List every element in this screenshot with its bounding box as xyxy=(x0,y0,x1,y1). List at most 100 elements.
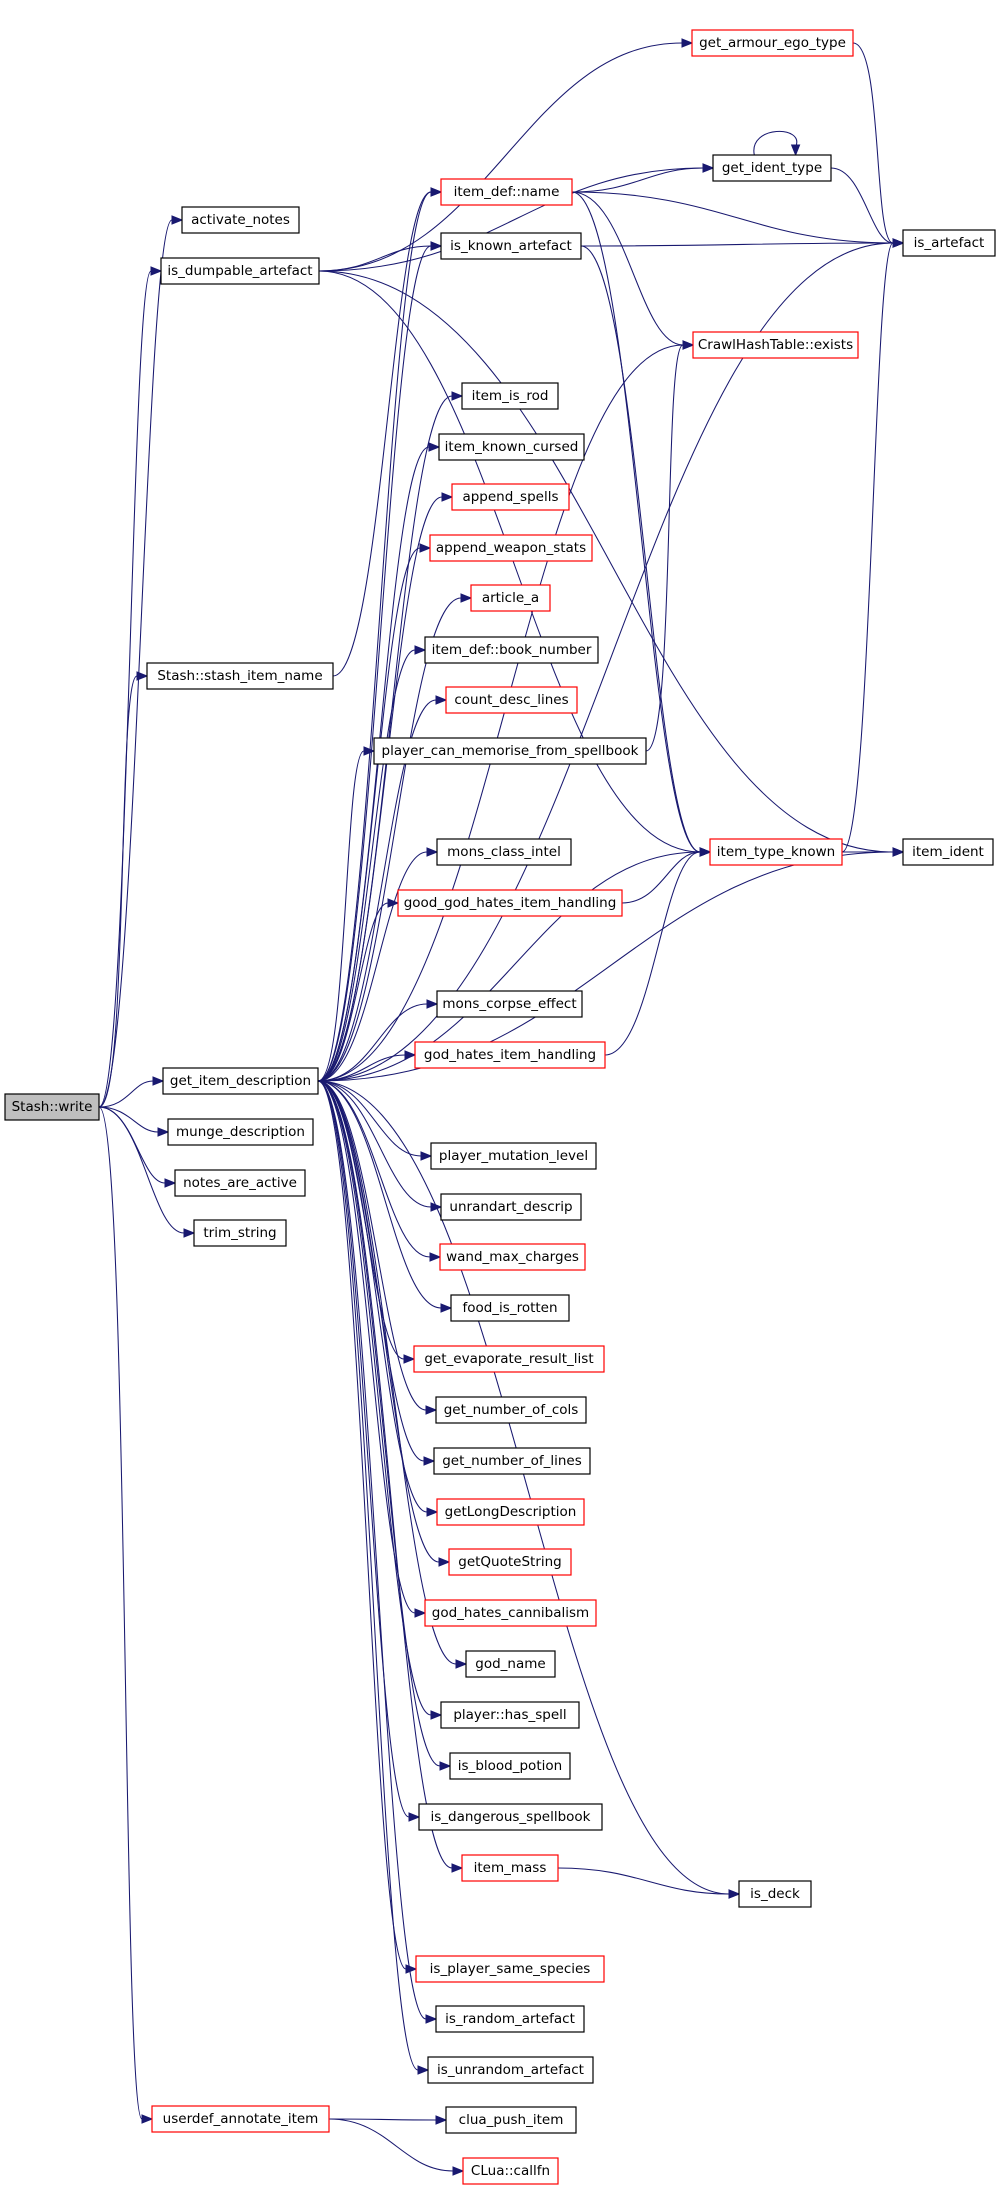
node-good-god-hates[interactable]: good_god_hates_item_handling xyxy=(397,889,623,917)
node-book-number[interactable]: item_def::book_number xyxy=(424,636,599,664)
node-clua-push-item[interactable]: clua_push_item xyxy=(445,2106,577,2134)
node-append-weapon-stats[interactable]: append_weapon_stats xyxy=(429,534,593,562)
node-item-mass[interactable]: item_mass xyxy=(461,1854,559,1882)
node-is-unrandom-artefact[interactable]: is_unrandom_artefact xyxy=(427,2056,594,2084)
node-get-number-of-lines[interactable]: get_number_of_lines xyxy=(433,1447,591,1475)
node-box[interactable] xyxy=(373,737,647,765)
node-crawl-exists[interactable]: CrawlHashTable::exists xyxy=(692,331,859,359)
node-box[interactable] xyxy=(151,2105,330,2133)
node-box[interactable] xyxy=(712,154,832,182)
node-unrandart-descrip[interactable]: unrandart_descrip xyxy=(440,1193,582,1221)
node-box[interactable] xyxy=(465,1650,556,1678)
node-box[interactable] xyxy=(439,1243,586,1271)
node-box[interactable] xyxy=(470,584,551,612)
node-player-can-memorise[interactable]: player_can_memorise_from_spellbook xyxy=(373,737,647,765)
node-box[interactable] xyxy=(462,2157,559,2185)
node-box[interactable] xyxy=(424,1599,597,1627)
node-box[interactable] xyxy=(436,990,583,1018)
node-box[interactable] xyxy=(174,1169,306,1197)
node-box[interactable] xyxy=(418,1803,603,1831)
node-box[interactable] xyxy=(435,1396,587,1424)
node-is-player-same-species[interactable]: is_player_same_species xyxy=(415,1955,605,1983)
node-get-number-of-cols[interactable]: get_number_of_cols xyxy=(435,1396,587,1424)
node-item-ident[interactable]: item_ident xyxy=(902,838,994,866)
node-notes-are-active[interactable]: notes_are_active xyxy=(174,1169,306,1197)
node-box[interactable] xyxy=(430,1142,597,1170)
node-box[interactable] xyxy=(445,686,578,714)
node-box[interactable] xyxy=(413,1345,605,1373)
node-box[interactable] xyxy=(397,889,623,917)
node-player-mutation-level[interactable]: player_mutation_level xyxy=(430,1142,597,1170)
node-mons-class-intel[interactable]: mons_class_intel xyxy=(436,838,572,866)
node-box[interactable] xyxy=(414,1041,606,1069)
node-box[interactable] xyxy=(167,1118,314,1146)
node-stash-write[interactable]: Stash::write xyxy=(4,1093,100,1121)
node-getLongDescription[interactable]: getLongDescription xyxy=(436,1498,585,1526)
node-box[interactable] xyxy=(902,229,996,257)
node-box[interactable] xyxy=(429,534,593,562)
node-box[interactable] xyxy=(160,257,320,285)
node-box[interactable] xyxy=(4,1093,100,1121)
node-clua-callfn[interactable]: CLua::callfn xyxy=(462,2157,559,2185)
node-is-artefact[interactable]: is_artefact xyxy=(902,229,996,257)
node-box[interactable] xyxy=(451,483,570,511)
node-box[interactable] xyxy=(424,636,599,664)
node-get-evaporate[interactable]: get_evaporate_result_list xyxy=(413,1345,605,1373)
node-box[interactable] xyxy=(438,433,585,461)
node-box[interactable] xyxy=(449,1752,571,1780)
node-wand-max-charges[interactable]: wand_max_charges xyxy=(439,1243,586,1271)
node-box[interactable] xyxy=(435,2005,585,2033)
node-box[interactable] xyxy=(433,1447,591,1475)
node-box[interactable] xyxy=(436,1498,585,1526)
node-box[interactable] xyxy=(902,838,994,866)
node-article-a[interactable]: article_a xyxy=(470,584,551,612)
node-item-def-name[interactable]: item_def::name xyxy=(440,178,573,206)
node-food-is-rotten[interactable]: food_is_rotten xyxy=(450,1294,570,1322)
node-getQuoteString[interactable]: getQuoteString xyxy=(448,1548,572,1576)
node-is-random-artefact[interactable]: is_random_artefact xyxy=(435,2005,585,2033)
node-is-dangerous-spellbook[interactable]: is_dangerous_spellbook xyxy=(418,1803,603,1831)
node-stash-item-name[interactable]: Stash::stash_item_name xyxy=(146,662,334,690)
node-is-dumpable-artefact[interactable]: is_dumpable_artefact xyxy=(160,257,320,285)
node-get-armour-ego-type[interactable]: get_armour_ego_type xyxy=(691,29,854,57)
node-god-hates-cannibalism[interactable]: god_hates_cannibalism xyxy=(424,1599,597,1627)
node-box[interactable] xyxy=(440,1193,582,1221)
node-box[interactable] xyxy=(709,838,843,866)
node-box[interactable] xyxy=(436,838,572,866)
node-box[interactable] xyxy=(448,1548,572,1576)
node-box[interactable] xyxy=(692,331,859,359)
node-item-is-rod[interactable]: item_is_rod xyxy=(461,382,559,410)
node-get-ident-type[interactable]: get_ident_type xyxy=(712,154,832,182)
node-get-item-description[interactable]: get_item_description xyxy=(162,1067,319,1095)
node-box[interactable] xyxy=(181,206,300,234)
node-box[interactable] xyxy=(461,382,559,410)
node-box[interactable] xyxy=(193,1219,287,1247)
node-is-known-artefact[interactable]: is_known_artefact xyxy=(440,232,582,260)
node-box[interactable] xyxy=(461,1854,559,1882)
node-append-spells[interactable]: append_spells xyxy=(451,483,570,511)
node-player-has-spell[interactable]: player::has_spell xyxy=(440,1701,580,1729)
node-trim-string[interactable]: trim_string xyxy=(193,1219,287,1247)
node-box[interactable] xyxy=(450,1294,570,1322)
node-item-known-cursed[interactable]: item_known_cursed xyxy=(438,433,585,461)
node-munge-description[interactable]: munge_description xyxy=(167,1118,314,1146)
node-god-hates-item[interactable]: god_hates_item_handling xyxy=(414,1041,606,1069)
node-box[interactable] xyxy=(440,1701,580,1729)
node-box[interactable] xyxy=(440,178,573,206)
node-box[interactable] xyxy=(162,1067,319,1095)
node-box[interactable] xyxy=(440,232,582,260)
node-box[interactable] xyxy=(427,2056,594,2084)
node-count-desc-lines[interactable]: count_desc_lines xyxy=(445,686,578,714)
node-item-type-known[interactable]: item_type_known xyxy=(709,838,843,866)
node-activate-notes[interactable]: activate_notes xyxy=(181,206,300,234)
node-userdef-annotate-item[interactable]: userdef_annotate_item xyxy=(151,2105,330,2133)
node-is-deck[interactable]: is_deck xyxy=(738,1880,812,1908)
node-box[interactable] xyxy=(445,2106,577,2134)
node-mons-corpse-effect[interactable]: mons_corpse_effect xyxy=(436,990,583,1018)
node-is-blood-potion[interactable]: is_blood_potion xyxy=(449,1752,571,1780)
node-box[interactable] xyxy=(146,662,334,690)
node-box[interactable] xyxy=(738,1880,812,1908)
node-box[interactable] xyxy=(415,1955,605,1983)
node-box[interactable] xyxy=(691,29,854,57)
node-god-name[interactable]: god_name xyxy=(465,1650,556,1678)
